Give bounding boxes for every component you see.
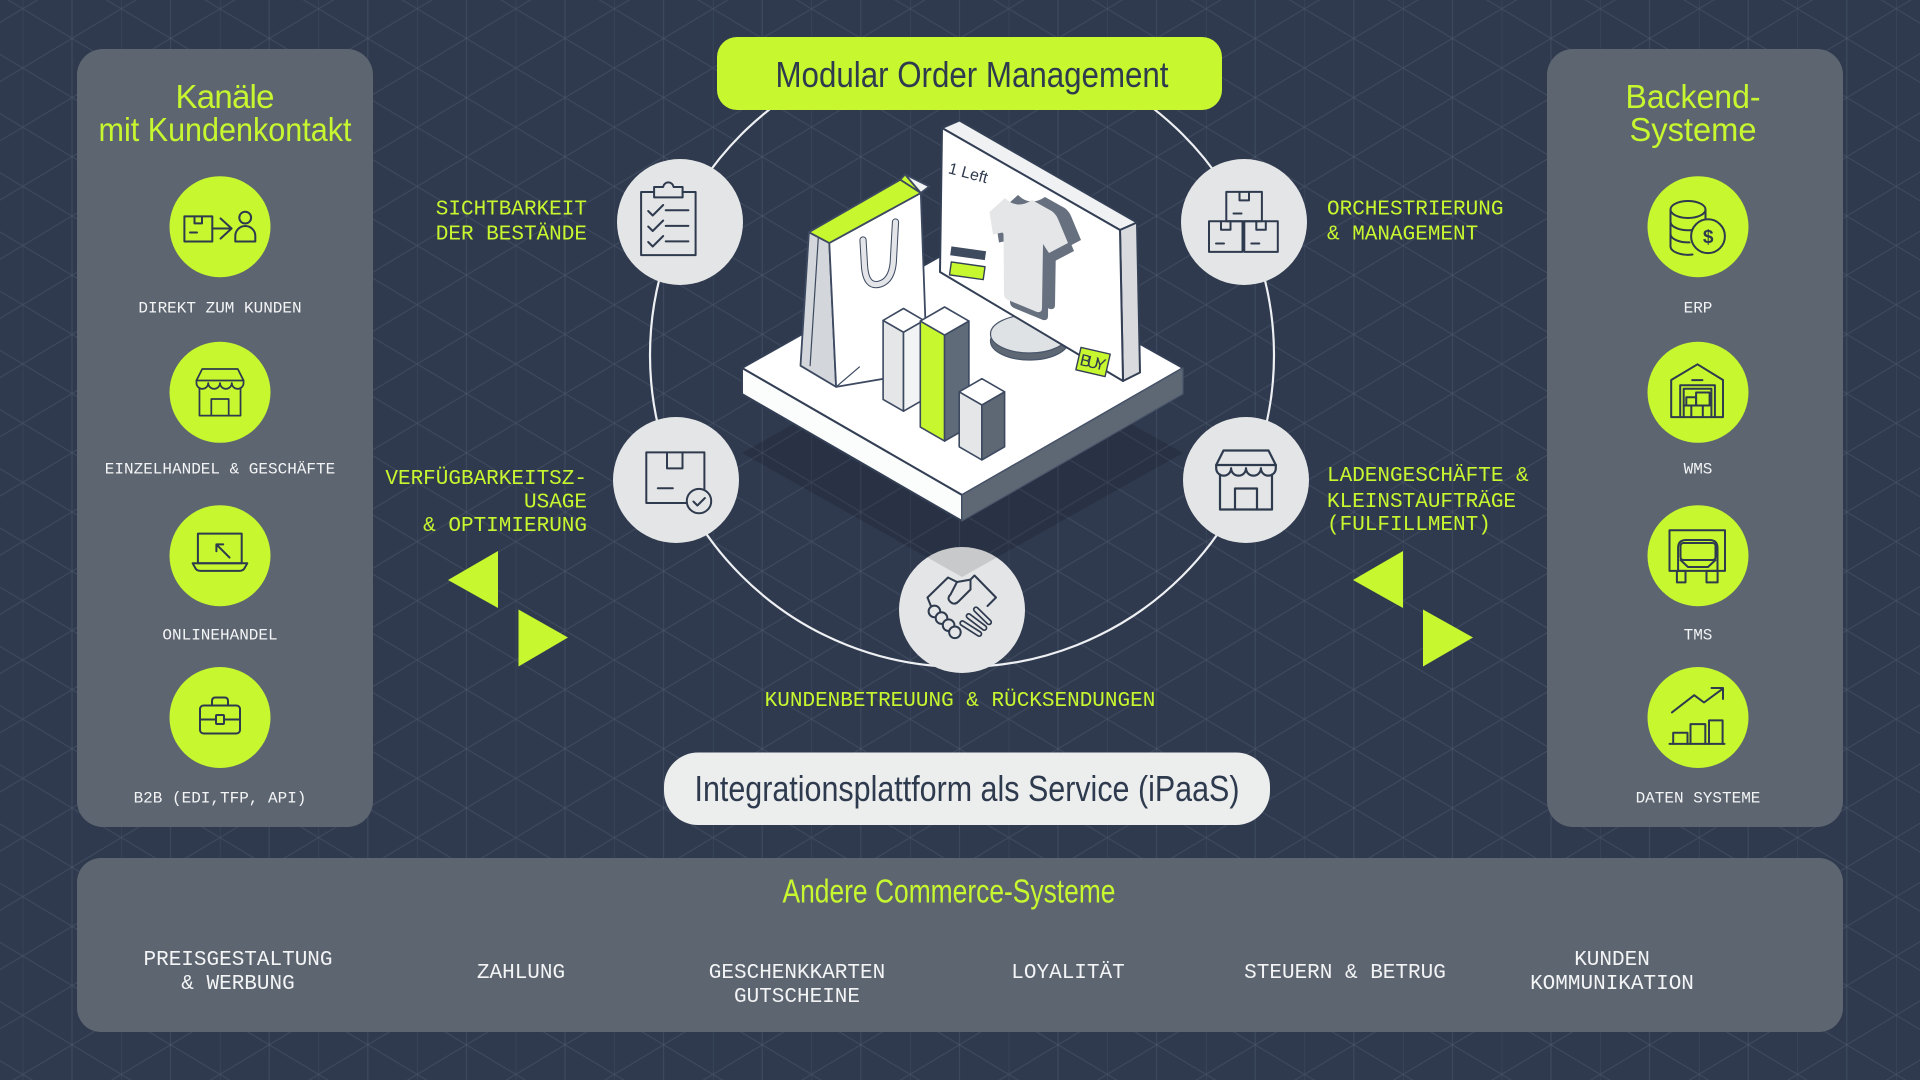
svg-text:(FULFILLMENT): (FULFILLMENT) — [1327, 514, 1491, 537]
svg-text:VERFÜGBARKEITSZ-: VERFÜGBARKEITSZ- — [385, 467, 587, 491]
svg-text:DATEN SYSTEME: DATEN SYSTEME — [1636, 790, 1761, 808]
svg-text:ORCHESTRIERUNG: ORCHESTRIERUNG — [1327, 198, 1503, 221]
svg-text:DER BESTÄNDE: DER BESTÄNDE — [436, 223, 587, 246]
svg-text:& WERBUNG: & WERBUNG — [181, 973, 294, 996]
svg-text:USAGE: USAGE — [524, 492, 587, 515]
svg-text:ZAHLUNG: ZAHLUNG — [477, 962, 565, 985]
svg-text:ONLINEHANDEL: ONLINEHANDEL — [162, 627, 277, 645]
svg-text:Integrationsplattform als Serv: Integrationsplattform als Service (iPaaS… — [695, 768, 1240, 809]
svg-text:EINZELHANDEL & GESCHÄFTE: EINZELHANDEL & GESCHÄFTE — [105, 460, 335, 479]
svg-text:KOMMUNIKATION: KOMMUNIKATION — [1530, 973, 1694, 996]
svg-text:WMS: WMS — [1684, 461, 1713, 479]
svg-text:GUTSCHEINE: GUTSCHEINE — [734, 986, 860, 1009]
svg-text:GESCHENKKARTEN: GESCHENKKARTEN — [709, 962, 885, 985]
svg-text:& OPTIMIERUNG: & OPTIMIERUNG — [423, 515, 587, 538]
svg-text:DIREKT ZUM KUNDEN: DIREKT ZUM KUNDEN — [138, 300, 301, 318]
svg-text:BUY: BUY — [1078, 351, 1107, 374]
svg-text:$: $ — [1702, 227, 1713, 249]
svg-text:KLEINSTAUFTRÄGE: KLEINSTAUFTRÄGE — [1327, 491, 1516, 514]
svg-text:Kanäle: Kanäle — [176, 78, 275, 115]
svg-text:SICHTBARKEIT: SICHTBARKEIT — [436, 198, 587, 221]
svg-text:PREISGESTALTUNG: PREISGESTALTUNG — [143, 949, 332, 972]
svg-text:Backend-: Backend- — [1626, 78, 1761, 115]
svg-text:mit Kundenkontakt: mit Kundenkontakt — [99, 111, 352, 148]
svg-text:Systeme: Systeme — [1630, 111, 1757, 148]
svg-text:B2B (EDI,TFP, API): B2B (EDI,TFP, API) — [134, 790, 307, 808]
svg-text:Modular Order Management: Modular Order Management — [776, 54, 1169, 95]
svg-text:ERP: ERP — [1684, 300, 1713, 318]
svg-text:KUNDENBETREUUNG & RÜCKSENDUNGE: KUNDENBETREUUNG & RÜCKSENDUNGEN — [765, 689, 1156, 713]
svg-text:TMS: TMS — [1684, 627, 1713, 645]
svg-text:LADENGESCHÄFTE &: LADENGESCHÄFTE & — [1327, 465, 1529, 488]
svg-text:STEUERN & BETRUG: STEUERN & BETRUG — [1244, 962, 1446, 985]
svg-text:Andere Commerce-Systeme: Andere Commerce-Systeme — [783, 873, 1116, 910]
svg-text:& MANAGEMENT: & MANAGEMENT — [1327, 223, 1478, 246]
svg-text:LOYALITÄT: LOYALITÄT — [1011, 962, 1124, 985]
svg-text:KUNDEN: KUNDEN — [1574, 949, 1650, 972]
